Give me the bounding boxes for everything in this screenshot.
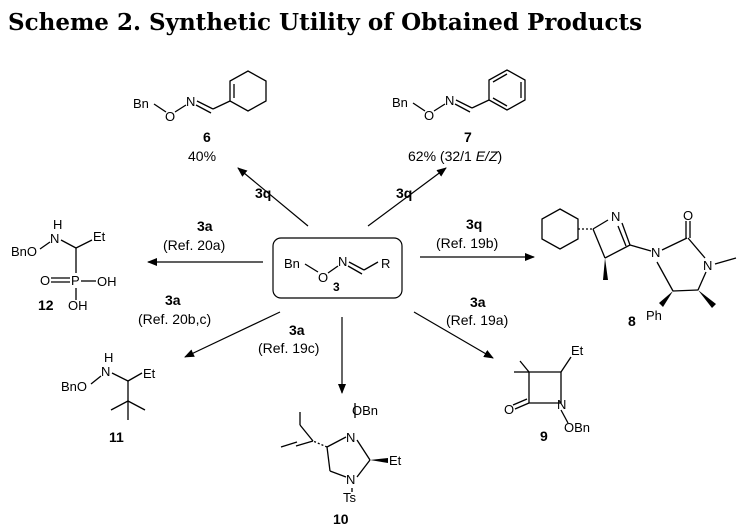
arrow-to-9	[413, 311, 494, 359]
p10-obn-label: OBn	[352, 403, 378, 418]
arrow-8-reagent: 3q	[466, 216, 482, 232]
p12-o-label: O	[40, 273, 50, 288]
p8-ph-label: Ph	[646, 308, 662, 323]
p7-o-label: O	[424, 108, 434, 123]
arrow-12-reagent: 3a	[197, 218, 213, 234]
p9-n-label: N	[557, 397, 566, 412]
compound-6: Bn O N 6 40%	[133, 70, 267, 164]
p8-number: 8	[628, 313, 636, 329]
p12-bno-label: BnO	[11, 244, 37, 259]
p9-o-label: O	[504, 402, 514, 417]
arrow-12-ref: (Ref. 20a)	[163, 237, 225, 253]
p9-et-label: Et	[571, 343, 584, 358]
center-r-label: R	[381, 256, 390, 271]
compound-7: Bn O N 7 62% (32/1 E/Z)	[392, 69, 526, 164]
p10-n2-label: N	[346, 472, 355, 487]
scheme-title: Scheme 2. Synthetic Utility of Obtained …	[8, 9, 642, 36]
p11-h-label: H	[104, 350, 113, 365]
p11-n-label: N	[101, 364, 110, 379]
p10-ts-label: Ts	[343, 490, 357, 505]
p6-number: 6	[203, 129, 211, 145]
arrow-11-ref: (Ref. 20b,c)	[138, 311, 211, 327]
p10-n1-label: N	[346, 430, 355, 445]
p8-n2-label: N	[651, 245, 660, 260]
p12-oh1-label: OH	[97, 274, 117, 289]
p6-bn-label: Bn	[133, 96, 149, 111]
center-box	[272, 237, 403, 299]
center-n-label: N	[338, 254, 347, 269]
arrow-10-ref: (Ref. 19c)	[258, 340, 319, 356]
compound-9: Et O N OBn 9	[504, 343, 590, 444]
center-bn-label: Bn	[284, 256, 300, 271]
p9-number: 9	[540, 428, 548, 444]
p6-o-label: O	[165, 109, 175, 124]
compound-3-center: Bn O N R 3	[272, 237, 403, 299]
arrow-9-reagent: 3a	[470, 294, 486, 310]
p12-n-label: N	[50, 231, 59, 246]
arrow-11-reagent: 3a	[165, 292, 181, 308]
p7-number: 7	[464, 129, 472, 145]
arrow-10-reagent: 3a	[289, 322, 305, 338]
p9-obn-label: OBn	[564, 420, 590, 435]
p6-yield: 40%	[188, 148, 216, 164]
arrow-9-ref: (Ref. 19a)	[446, 312, 508, 328]
p12-p-label: P	[71, 273, 80, 288]
p12-number: 12	[38, 297, 54, 313]
compound-8: N N O N Ph 8	[541, 208, 737, 329]
reaction-arrows: 3q 3q 3q (Ref. 19b) 3a (Ref. 19a) 3a (Re…	[138, 167, 535, 394]
p10-number: 10	[333, 511, 349, 527]
arrow-to-6	[237, 167, 309, 227]
arrow-6-reagent: 3q	[255, 185, 271, 201]
p7-n-label: N	[445, 93, 454, 108]
p7-bn-label: Bn	[392, 95, 408, 110]
p11-bno-label: BnO	[61, 379, 87, 394]
center-compound-number: 3	[333, 280, 340, 294]
compound-11: H N BnO Et 11	[61, 350, 156, 445]
arrow-7-reagent: 3q	[396, 185, 412, 201]
compound-10: OBn N N Et Ts 10	[280, 403, 402, 527]
p11-number: 11	[109, 429, 124, 445]
arrow-to-7	[367, 167, 447, 227]
p8-n1-label: N	[611, 209, 620, 224]
center-o-label: O	[318, 270, 328, 285]
p11-et-label: Et	[143, 366, 156, 381]
p12-et-label: Et	[93, 229, 106, 244]
p8-n3-label: N	[703, 258, 712, 273]
compound-12: H N BnO Et O P OH OH 12	[11, 217, 117, 313]
p10-et-label: Et	[389, 453, 402, 468]
p12-oh2-label: OH	[68, 298, 88, 313]
p12-h-label: H	[53, 217, 62, 232]
arrow-8-ref: (Ref. 19b)	[436, 235, 498, 251]
p8-o-label: O	[683, 208, 693, 223]
p6-n-label: N	[186, 94, 195, 109]
arrow-to-11	[184, 311, 281, 358]
p7-yield: 62% (32/1 E/Z)	[408, 148, 502, 164]
